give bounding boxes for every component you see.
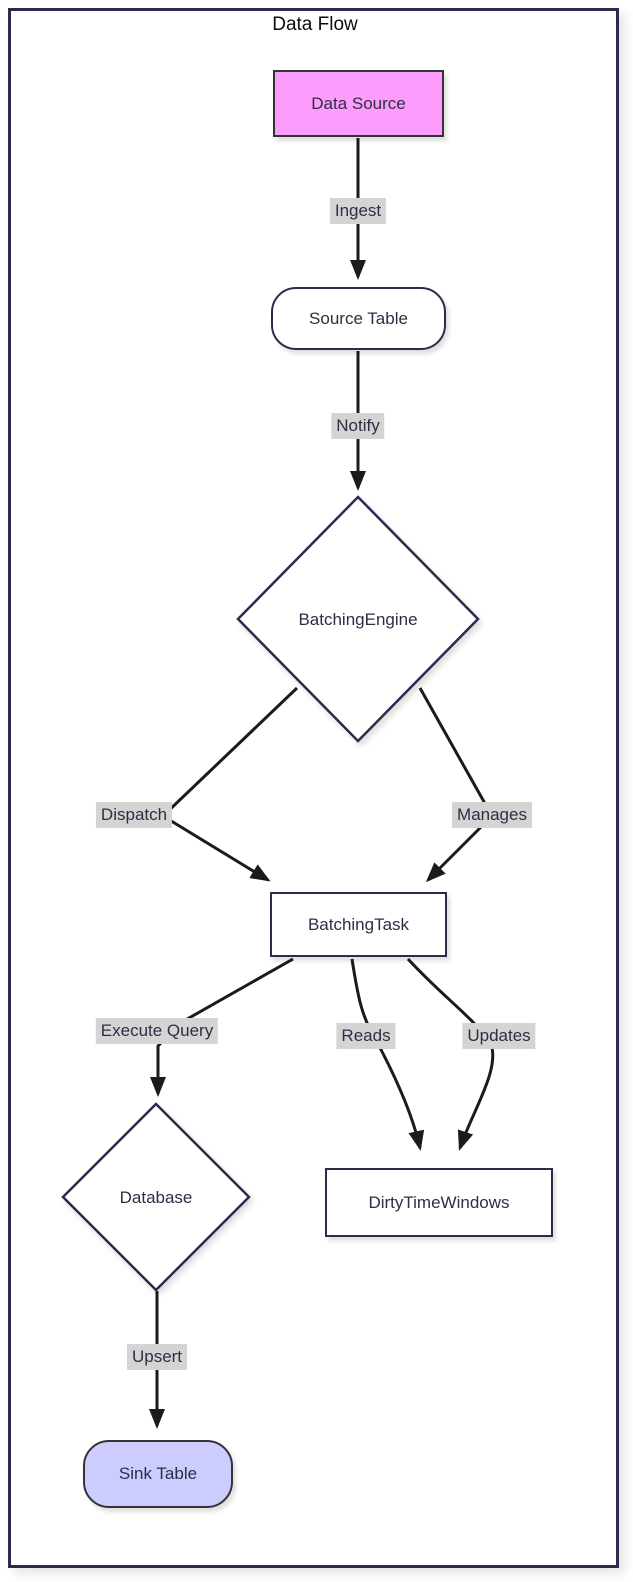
node-data-source-label: Data Source [311,93,406,113]
node-batching-task-label: BatchingTask [307,914,410,934]
edge-label-updates: Updates [462,1023,536,1049]
edge-manages [418,687,494,883]
edge-label-dispatch: Dispatch [95,802,173,828]
node-sink-table: Sink Table [83,1440,233,1508]
node-database-label: Database [119,1188,193,1207]
node-sink-table-label: Sink Table [118,1464,198,1483]
node-dirty-time-windows-label: DirtyTimeWindows [368,1192,510,1212]
edge-label-manages: Manages [452,802,532,828]
database-diamond [61,1102,251,1292]
edge-dispatch [161,686,299,882]
node-batching-engine-label: BatchingEngine [298,610,418,629]
edge-label-ingest: Ingest [329,198,387,224]
node-source-table: Source Table [271,287,446,350]
diagram-title: Data Flow [272,14,358,35]
diagram-frame [8,8,619,1568]
node-data-source: Data Source [273,70,444,137]
edge-reads [350,958,425,1151]
edge-label-upsert: Upsert [126,1344,188,1370]
batching-engine-diamond [236,495,480,743]
node-dirty-time-windows: DirtyTimeWindows [325,1168,553,1237]
edge-label-reads: Reads [336,1023,396,1049]
node-source-table-label: Source Table [309,308,408,328]
edge-label-notify: Notify [331,413,385,439]
edge-updates [406,957,495,1151]
node-batching-task: BatchingTask [270,892,447,957]
edge-label-execute-query: Execute Query [95,1018,219,1044]
